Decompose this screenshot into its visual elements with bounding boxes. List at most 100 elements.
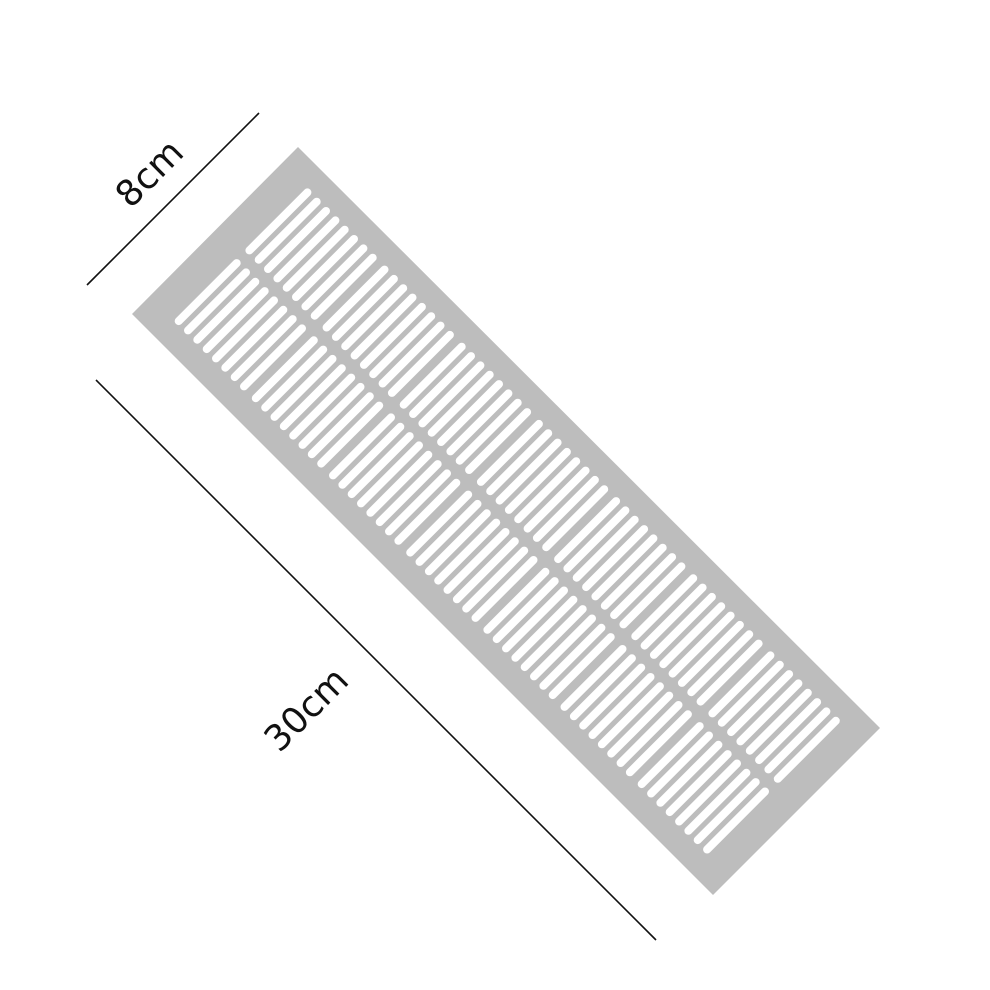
grille-slot [703,787,769,854]
grille-slot [264,207,330,273]
grille-slot [307,392,374,459]
grille-slot [375,460,442,527]
grille-slot [378,321,445,388]
grille-slot [647,731,713,798]
grille-slot [569,654,636,721]
grille-slot [212,296,278,363]
grille-slot [301,244,368,311]
grille-slot [331,274,398,341]
grille-slot [387,330,454,397]
grille-slot [619,562,686,629]
grille-slot [502,586,568,653]
grille-slot [764,707,831,774]
grille-slot [610,553,677,620]
grille-slot [560,645,627,711]
grille-slot [282,225,349,292]
grille-slot [427,370,494,437]
grille-slot [532,475,599,542]
grille-slots [174,188,840,854]
grille-slot [717,660,784,727]
grille-slot [668,611,735,678]
grille-slot [202,287,269,354]
grille-slot [292,235,358,301]
grille-slot [465,408,532,474]
grille-slot [514,457,581,524]
grille-slot [637,722,704,789]
grille-slot [437,380,503,446]
grille-slot [359,302,426,369]
grille-slot [415,499,482,566]
grille-slot [471,556,538,622]
grille-slot [542,485,609,552]
grille-slot [476,419,543,486]
grille-slot [347,432,414,499]
grille-slot [394,478,461,545]
grille-slot [727,670,794,737]
grille-slot [492,577,559,644]
grille-slot [504,447,571,514]
grille-slot [511,595,578,662]
grille-slot [548,633,615,700]
grille-slot [369,312,436,379]
grille-slot [696,639,763,706]
width-dimension-line [86,112,260,286]
grille-slot [675,759,741,826]
grille-slot [563,506,630,573]
grille-slot [656,740,723,807]
grille-slot [640,583,707,650]
grille-slot [495,438,562,505]
length-dimension-label: 30cm [257,660,357,760]
grille-slot [338,422,405,489]
grille-slot [399,342,466,409]
grille-slot [631,574,698,641]
grille-panel [132,147,880,895]
grille-slot [254,197,321,264]
grille-slot [687,630,754,697]
grille-slot [597,682,664,749]
grille-slot [261,345,328,412]
grille-slot [745,688,812,755]
grille-slot [273,216,340,283]
width-dimension-label: 8cm [108,132,192,216]
grille-slot [625,710,692,777]
grille-slot [523,466,590,533]
grille-slot [240,324,306,391]
grille-slot [366,450,433,517]
grille-slot [659,602,726,669]
grille-slot [486,429,553,496]
grille-slot [684,768,751,835]
grille-slot [406,490,473,557]
grille-slot [270,354,337,421]
grille-slot [418,361,485,428]
grille-slot [591,534,658,601]
grille-slot [607,691,674,758]
grille-slot [736,679,803,746]
grille-slot [452,537,519,604]
grille-slot [483,567,550,634]
grille-slot [329,413,395,480]
grille-slot [693,778,760,845]
grille-slot [322,265,389,332]
grille-slot [530,614,596,681]
grille-slot [251,336,318,403]
length-dimension-line [95,379,657,941]
grille-slot [600,543,667,610]
grille-slot [317,401,384,468]
grille-slot [298,382,365,449]
grille-slot [443,528,510,594]
grille-slot [193,277,260,344]
grille-slot [455,398,522,465]
grille-slot [616,701,683,767]
grille-slot [357,441,423,508]
grille-slot [755,698,822,765]
grille-slot [385,469,451,536]
grille-slot [708,651,775,718]
grille-slot [434,518,501,585]
grille-slot [462,546,529,613]
grille-slot [279,364,346,431]
grille-slot [424,509,491,576]
grille-slot [409,352,475,418]
grille-slot [230,315,297,382]
grille-slot [572,515,639,582]
